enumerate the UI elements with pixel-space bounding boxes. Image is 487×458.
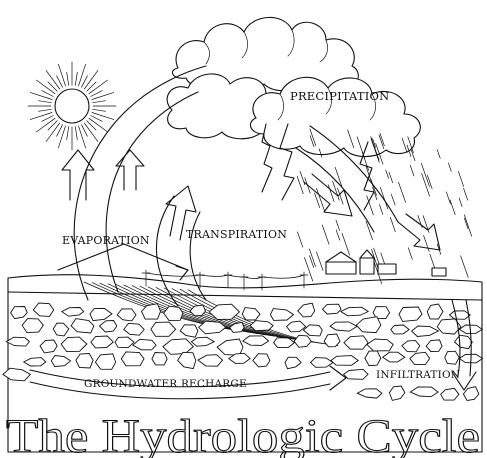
transpiration-label: TRANSPIRATION xyxy=(186,228,287,241)
evaporation-label: EVAPORATION xyxy=(62,234,150,247)
utility-pole-icon xyxy=(142,270,308,290)
precipitation-label: PRECIPITATION xyxy=(290,89,389,103)
farm-buildings-icon xyxy=(326,250,446,276)
sun-icon xyxy=(28,62,116,150)
groundwater-recharge-label: GROUNDWATER RECHARGE xyxy=(84,378,247,390)
arrow-icon xyxy=(62,150,144,200)
infiltration-label: INFILTRATION xyxy=(376,369,460,381)
diagram-title: The Hydrologic Cycle xyxy=(6,410,480,458)
